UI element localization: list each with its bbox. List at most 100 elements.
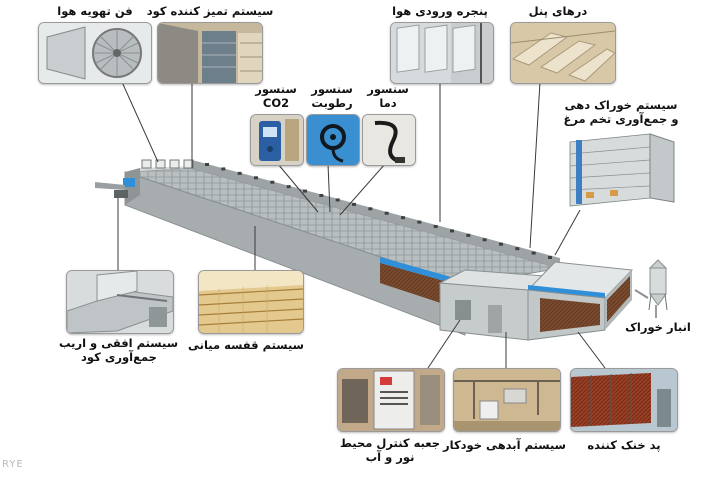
- air-inlet-window: [319, 194, 324, 197]
- end-fan-2: [155, 159, 166, 169]
- air-inlet-window: [335, 198, 340, 202]
- watermark-text: RYE: [2, 459, 24, 470]
- label-sensor-humidity-line1: سنسور: [311, 82, 353, 96]
- label-sensor-temp: سنسور دما: [358, 82, 418, 111]
- control-box-icon: [338, 369, 444, 431]
- label-sensor-temp-line2: دما: [379, 96, 397, 111]
- label-air-inlet: پنجره ورودی هوا: [392, 4, 488, 18]
- thumb-manure-dryer: [157, 22, 263, 84]
- label-manure-collect-line1: سیستم افقی و اریب: [58, 336, 178, 350]
- label-sensor-humidity-line2: رطوبت: [311, 96, 353, 111]
- thumb-exhaust-fan: [38, 22, 152, 84]
- feed-silo: [634, 259, 668, 311]
- label-feeding-egg-line1: سیستم خوراک دهی: [564, 98, 678, 112]
- manure-conveyor: [95, 182, 125, 190]
- label-sensor-temp-line1: سنسور: [367, 82, 409, 96]
- panel-doors-icon: [511, 23, 615, 83]
- thumb-drinking: [453, 368, 561, 432]
- air-inlet-window: [450, 229, 454, 233]
- air-inlet-icon: [391, 23, 493, 83]
- end-fan-1: [141, 159, 152, 169]
- feeding-egg-icon: [566, 132, 678, 210]
- cooling-pad-icon: [571, 369, 677, 431]
- label-feed-silo: انبار خوراک: [625, 320, 691, 334]
- label-feeding-egg-line2: و جمع‌آوری تخم مرغ: [563, 112, 679, 127]
- end-cooling-pad: [540, 298, 600, 332]
- air-inlet-window: [531, 251, 536, 255]
- air-inlet-window: [482, 238, 487, 242]
- air-inlet-window: [515, 247, 520, 251]
- label-sensor-co2: سنسور CO2: [246, 82, 306, 111]
- service-room-door: [488, 305, 502, 333]
- temperature-sensor-icon: [363, 115, 415, 165]
- leader-lines: [117, 81, 657, 369]
- leader-exhaust-fan: [121, 81, 159, 163]
- label-manure-collect-line2: جمع‌آوری کود: [81, 350, 157, 365]
- middle-cage-icon: [199, 271, 303, 333]
- label-sensor-co2-line2: CO2: [262, 96, 290, 111]
- air-inlet-window: [352, 202, 356, 206]
- label-control-box-line1: جعبه کنترل محیط: [339, 436, 441, 450]
- air-inlet-window: [221, 167, 226, 171]
- thumb-middle-cage: [198, 270, 304, 334]
- label-middle-cage: سیستم قفسه میانی: [188, 338, 304, 352]
- end-annex-blue-roof: [528, 285, 605, 298]
- front-blue-awning: [380, 257, 462, 286]
- end-fan-3: [169, 159, 180, 169]
- leader-sensor-temp: [339, 163, 386, 216]
- manure-dryer-icon: [158, 23, 262, 83]
- manure-conveyor-unit: [123, 178, 135, 187]
- thumb-manure-collect: [66, 270, 174, 334]
- end-fan-4: [183, 159, 194, 169]
- label-manure-dryer: سیستم تمیز کننده کود: [146, 4, 274, 18]
- label-sensor-humidity: سنسور رطوبت: [302, 82, 362, 111]
- label-feeding-egg: سیستم خوراک دهی و جمع‌آوری تخم مرغ: [556, 98, 686, 127]
- air-inlet-window: [205, 163, 209, 166]
- poultry-house-building: [95, 159, 668, 341]
- label-drinking: سیستم آبدهی خودکار: [443, 438, 566, 452]
- thumb-sensor-temp: [362, 114, 416, 166]
- thumb-sensor-humidity: [306, 114, 360, 166]
- leader-panel-doors: [529, 81, 541, 249]
- air-inlet-window: [237, 171, 242, 175]
- thumb-air-inlet: [390, 22, 494, 84]
- air-inlet-window: [417, 220, 422, 224]
- air-inlet-window: [433, 225, 438, 228]
- air-inlet-window: [548, 256, 552, 259]
- thumb-feeding-egg: [566, 132, 678, 210]
- air-inlet-window: [286, 185, 291, 189]
- air-inlet-window: [499, 242, 503, 246]
- leader-cooling-pad: [577, 331, 606, 369]
- leader-sensor-humidity: [327, 163, 331, 213]
- leader-control-box: [427, 319, 461, 369]
- air-inlet-window: [401, 216, 405, 220]
- air-inlet-windows: [205, 163, 552, 259]
- leader-sensor-co2: [277, 163, 319, 213]
- service-room-panel: [455, 300, 471, 320]
- thumb-control-box: [337, 368, 445, 432]
- air-inlet-window: [303, 189, 307, 193]
- manure-bin: [114, 190, 128, 198]
- label-sensor-co2-line1: سنسور: [255, 82, 297, 96]
- label-manure-collect: سیستم افقی و اریب جمع‌آوری کود: [58, 336, 178, 365]
- end-side-cooling-pad: [607, 276, 630, 322]
- label-control-box: جعبه کنترل محیط نور و آب: [330, 436, 450, 465]
- thumb-panel-doors: [510, 22, 616, 84]
- label-cooling-pad: پد خنک کننده: [587, 438, 661, 452]
- service-room-front: [439, 282, 529, 341]
- manure-collect-icon: [67, 271, 173, 333]
- air-inlet-window: [466, 233, 471, 237]
- thumb-cooling-pad: [570, 368, 678, 432]
- leader-feeding-egg: [554, 209, 581, 256]
- thumb-sensor-co2: [250, 114, 304, 166]
- label-panel-doors: درهای پنل: [528, 4, 588, 18]
- exhaust-fan-icon: [39, 23, 151, 83]
- house-back-wall: [190, 160, 560, 268]
- drinking-system-icon: [454, 369, 560, 431]
- label-exhaust-fan: فن تهویه هوا: [57, 4, 133, 18]
- label-control-box-line2: نور و آب: [365, 450, 415, 465]
- humidity-sensor-icon: [307, 115, 359, 165]
- air-inlet-window: [384, 211, 389, 215]
- air-inlet-window: [254, 176, 258, 180]
